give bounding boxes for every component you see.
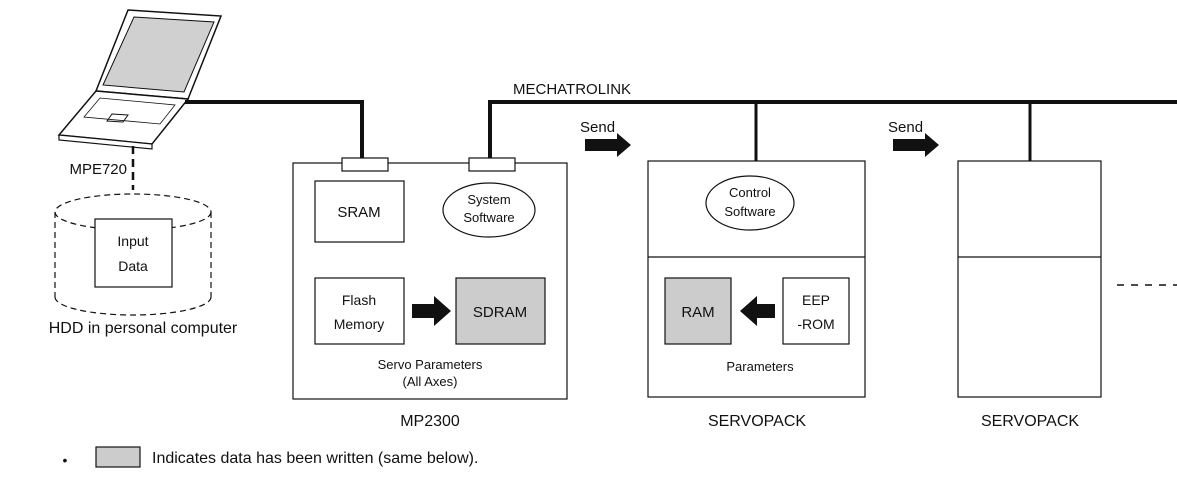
eeprom-line1: EEP [802,292,830,308]
sram-label: SRAM [337,204,380,221]
mp2300-port-left [341,157,389,172]
eeprom-box [782,277,850,345]
mpe720-label: MPE720 [69,161,127,178]
hdd-caption: HDD in personal computer [49,320,238,337]
sdram-box [455,277,546,345]
input-data-box [94,218,173,288]
input-data-line2: Data [118,258,148,274]
send-arrow-1-icon [585,133,631,157]
laptop-icon [57,9,223,150]
control-software-line1: Control [729,185,771,200]
ram-box [664,277,732,345]
servopack1-params-label: Parameters [726,359,794,374]
eeprom-to-ram-arrow-icon [740,296,775,326]
mp2300-port-right [468,157,516,172]
legend-swatch [95,446,141,468]
send-arrow-2-icon [893,133,939,157]
control-software-ellipse [705,175,795,231]
flash-memory-line1: Flash [342,292,376,308]
system-software-ellipse [442,182,536,238]
control-software-line2: Software [724,204,775,219]
sdram-label: SDRAM [473,304,527,321]
sram-box [314,180,405,243]
flash-memory-line2: Memory [334,316,385,332]
servo-params-line1: Servo Parameters [378,357,483,372]
mp2300-title: MP2300 [400,413,460,430]
mechatrolink-label: MECHATROLINK [513,81,631,98]
legend-bullet: • [63,452,68,468]
mechatrolink-bus [488,100,1177,163]
servopack2-box [957,160,1102,398]
system-software-line1: System [467,192,510,207]
system-software-line2: Software [463,210,514,225]
flash-to-sdram-arrow-icon [412,296,451,326]
legend-text: Indicates data has been written (same be… [152,450,478,467]
ram-label: RAM [681,304,714,321]
send-label-1: Send [580,119,615,136]
send-label-2: Send [888,119,923,136]
input-data-line1: Input [117,233,148,249]
eeprom-line2: -ROM [797,316,834,332]
flash-memory-box [314,277,405,345]
servopack2-title: SERVOPACK [981,413,1079,430]
servopack1-title: SERVOPACK [708,413,806,430]
servo-params-line2: (All Axes) [403,374,458,389]
laptop-cable [185,100,364,163]
